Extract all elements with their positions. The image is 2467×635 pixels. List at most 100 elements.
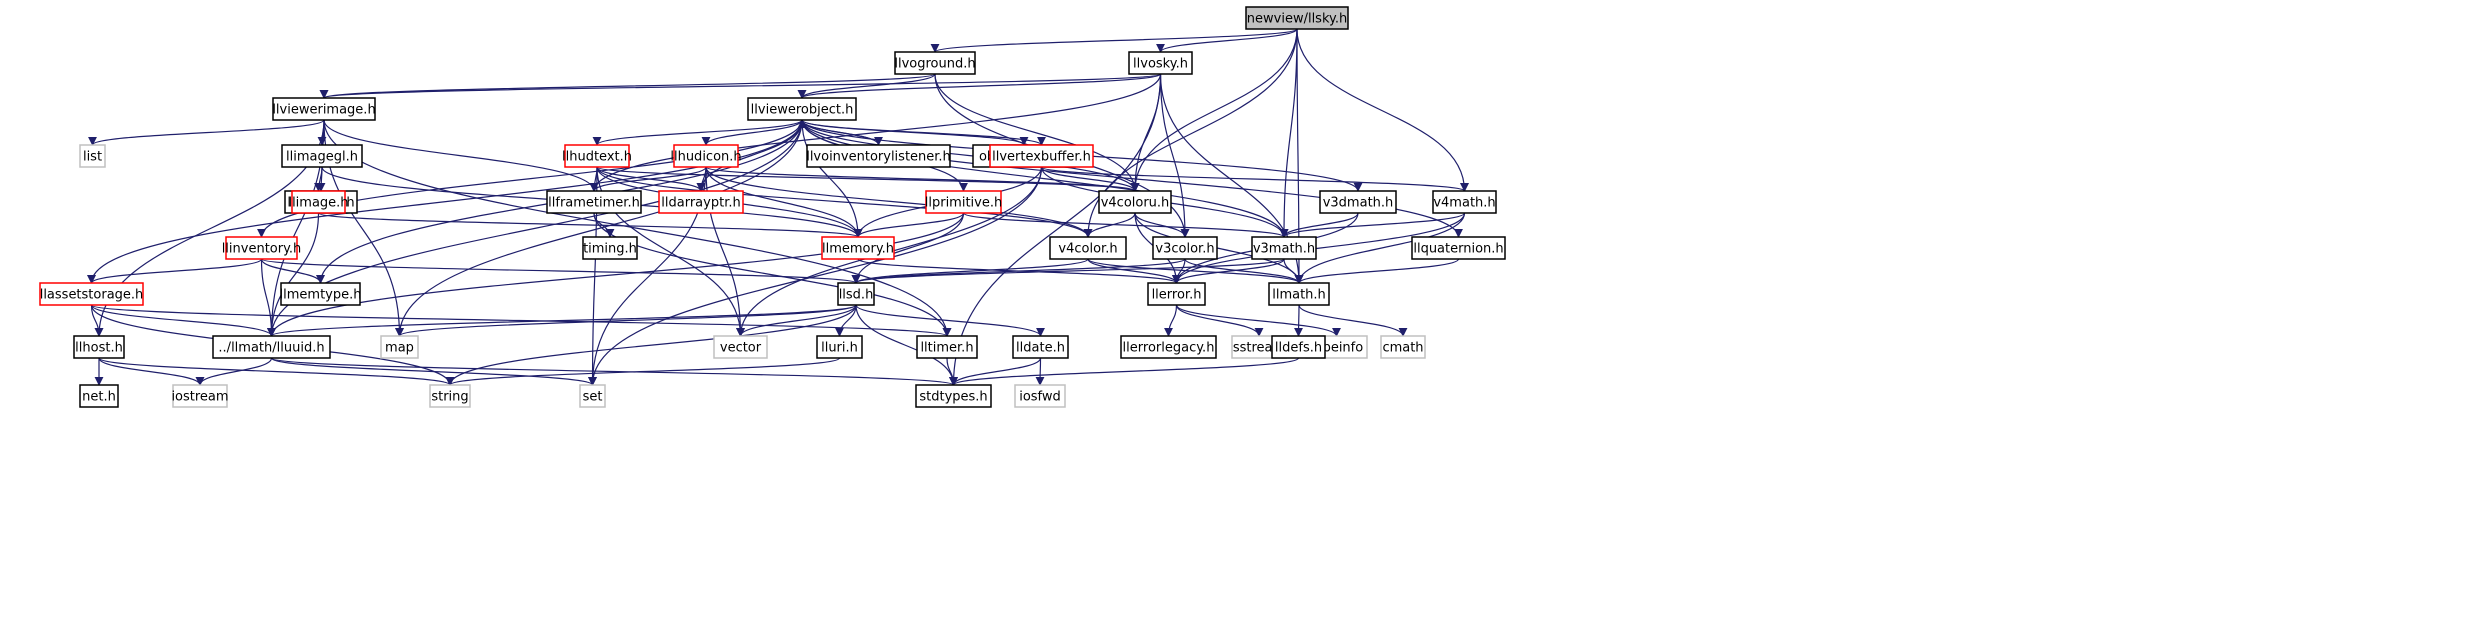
node-lluri[interactable]: lluri.h <box>816 335 863 359</box>
node-llviewerimage[interactable]: llviewerimage.h <box>272 97 376 121</box>
node-box-llmemtype <box>280 282 361 306</box>
node-label-vector: vector <box>720 341 762 356</box>
node-llquaternion[interactable]: llquaternion.h <box>1411 236 1506 260</box>
node-box-llimagegl <box>281 144 363 168</box>
edge-llprimitive-to-llmemory <box>853 212 965 238</box>
node-box-llmemory <box>821 236 895 260</box>
edge-lluri-to-string <box>445 357 841 386</box>
node-llimagegl[interactable]: llimagegl.h <box>281 144 363 168</box>
node-v4color[interactable]: v4color.h <box>1049 236 1127 260</box>
node-llvoinventorylistener[interactable]: llvoinventorylistener.h <box>806 144 951 168</box>
edge-lluuid-to-set <box>270 357 597 386</box>
node-llvosky[interactable]: llvosky.h <box>1128 51 1193 75</box>
edge-llvosky-to-stdtypes <box>949 73 1162 386</box>
node-llprimitive[interactable]: llprimitive.h <box>925 190 1002 214</box>
node-box-lldarrayptr <box>658 190 744 214</box>
node-v3math[interactable]: v3math.h <box>1251 236 1317 260</box>
edge-llsd-to-stdtypes <box>855 304 958 386</box>
edge-llinventory-to-lluuid <box>260 258 276 337</box>
edge-llsd-to-lluuid <box>267 304 857 337</box>
node-iosfwd: iosfwd <box>1014 384 1066 408</box>
edge-llvoground-to-v4coloru <box>934 73 1140 192</box>
node-llframetimer[interactable]: llframetimer.h <box>546 190 642 214</box>
node-llerrorlegacy[interactable]: llerrorlegacy.h <box>1120 335 1217 359</box>
edge-llassetstorage-to-llhost <box>90 304 104 337</box>
node-box-llquaternion <box>1411 236 1506 260</box>
nodes-layer: newview/llsky.h llvoground.h llvosky.h llvi… <box>39 6 1506 408</box>
node-v4math[interactable]: v4math.h <box>1432 190 1497 214</box>
node-label-llviewerobject: llviewerobject.h <box>751 103 854 118</box>
node-llhost[interactable]: llhost.h <box>73 335 125 359</box>
node-box-lltimer <box>916 335 978 359</box>
node-llviewerobject[interactable]: llviewerobject.h <box>747 97 857 121</box>
node-lldate[interactable]: lldate.h <box>1012 335 1069 359</box>
node-lluuid[interactable]: ../llmath/lluuid.h <box>212 335 331 359</box>
edge-v4math-to-llmath <box>1294 212 1466 284</box>
node-box-v4math <box>1432 190 1497 214</box>
node-box-llassetstorage <box>39 282 144 306</box>
node-label-llmath: llmath.h <box>1272 288 1326 303</box>
node-box-llinventory <box>225 236 298 260</box>
node-llsd[interactable]: llsd.h <box>837 282 875 306</box>
node-llmemory[interactable]: llmemory.h <box>821 236 895 260</box>
node-string: string <box>429 384 471 408</box>
node-llvertexbuffer[interactable]: llvertexbuffer.h <box>989 144 1094 168</box>
node-box-lldefs <box>1271 335 1326 359</box>
node-llmath[interactable]: llmath.h <box>1268 282 1330 306</box>
edge-llviewerimage-to-llframetimer <box>323 119 599 192</box>
edge-llframetimer-to-lltimer <box>593 212 952 337</box>
edge-llhost-to-string <box>98 357 455 386</box>
node-timing[interactable]: timing.h <box>582 236 638 260</box>
node-box-llmath <box>1268 282 1330 306</box>
node-v3dmath[interactable]: v3dmath.h <box>1319 190 1397 214</box>
edge-v4color-to-llmath <box>1087 258 1304 284</box>
edge-llhudicon-to-v4coloru <box>705 166 1140 192</box>
node-box-lluri <box>816 335 863 359</box>
node-box-llvertexbuffer <box>989 144 1094 168</box>
node-lltimer[interactable]: lltimer.h <box>916 335 978 359</box>
node-llhudtext[interactable]: llhudtext.h <box>562 144 632 168</box>
node-set: set <box>579 384 606 408</box>
node-label-lldefs: lldefs.h <box>1275 341 1322 356</box>
edge-llviewerobject-to-llvertexbuffer <box>801 119 1046 146</box>
node-box-timing <box>582 236 638 260</box>
edge-llquaternion-to-llmath <box>1294 258 1460 284</box>
edge-llviewerobject-to-v4coloru <box>801 119 1140 192</box>
node-llinventory[interactable]: llinventory.h <box>222 236 302 260</box>
node-llimage[interactable]: llimage.h <box>288 190 349 214</box>
node-label-llerror: llerror.h <box>1152 288 1202 303</box>
node-llerror[interactable]: llerror.h <box>1147 282 1206 306</box>
node-box-iostream <box>172 384 228 408</box>
edge-llsd-to-lldate <box>855 304 1045 337</box>
edge-v4coloru-to-v3color <box>1134 212 1190 238</box>
edge-llvosky-to-llviewerobject <box>797 73 1162 99</box>
node-box-lldate <box>1012 335 1069 359</box>
node-label-llmemtype: llmemtype.h <box>280 288 362 303</box>
node-net[interactable]: net.h <box>79 384 119 408</box>
node-label-iostream: iostream <box>171 390 228 405</box>
node-llassetstorage[interactable]: llassetstorage.h <box>39 282 144 306</box>
node-lldefs[interactable]: lldefs.h <box>1271 335 1326 359</box>
node-box-root <box>1245 6 1349 30</box>
node-label-llviewerimage: llviewerimage.h <box>272 103 375 118</box>
node-label-map: map <box>385 341 414 356</box>
node-box-llviewerobject <box>747 97 857 121</box>
node-lldarrayptr[interactable]: lldarrayptr.h <box>658 190 744 214</box>
node-v4coloru[interactable]: v4coloru.h <box>1098 190 1172 214</box>
edge-llviewerimage-to-list <box>88 119 325 146</box>
node-llvoground[interactable]: llvoground.h <box>894 51 976 75</box>
edge-llsd-to-map <box>395 304 857 337</box>
edge-root-to-v3math <box>1279 28 1298 238</box>
node-v3color[interactable]: v3color.h <box>1152 236 1218 260</box>
edge-llvosky-to-v4coloru <box>1130 73 1162 192</box>
node-llhudicon[interactable]: llhudicon.h <box>670 144 742 168</box>
node-box-v4color <box>1049 236 1127 260</box>
node-llmemtype[interactable]: llmemtype.h <box>280 282 362 306</box>
node-root[interactable]: newview/llsky.h <box>1245 6 1349 30</box>
node-label-v3dmath: v3dmath.h <box>1323 196 1394 211</box>
node-label-cmath: cmath <box>1382 341 1423 356</box>
node-label-llerrorlegacy: llerrorlegacy.h <box>1123 341 1215 356</box>
node-stdtypes[interactable]: stdtypes.h <box>915 384 992 408</box>
edge-llhudicon-to-llmemory <box>705 166 863 238</box>
edge-llviewerobject-to-map <box>395 119 803 337</box>
